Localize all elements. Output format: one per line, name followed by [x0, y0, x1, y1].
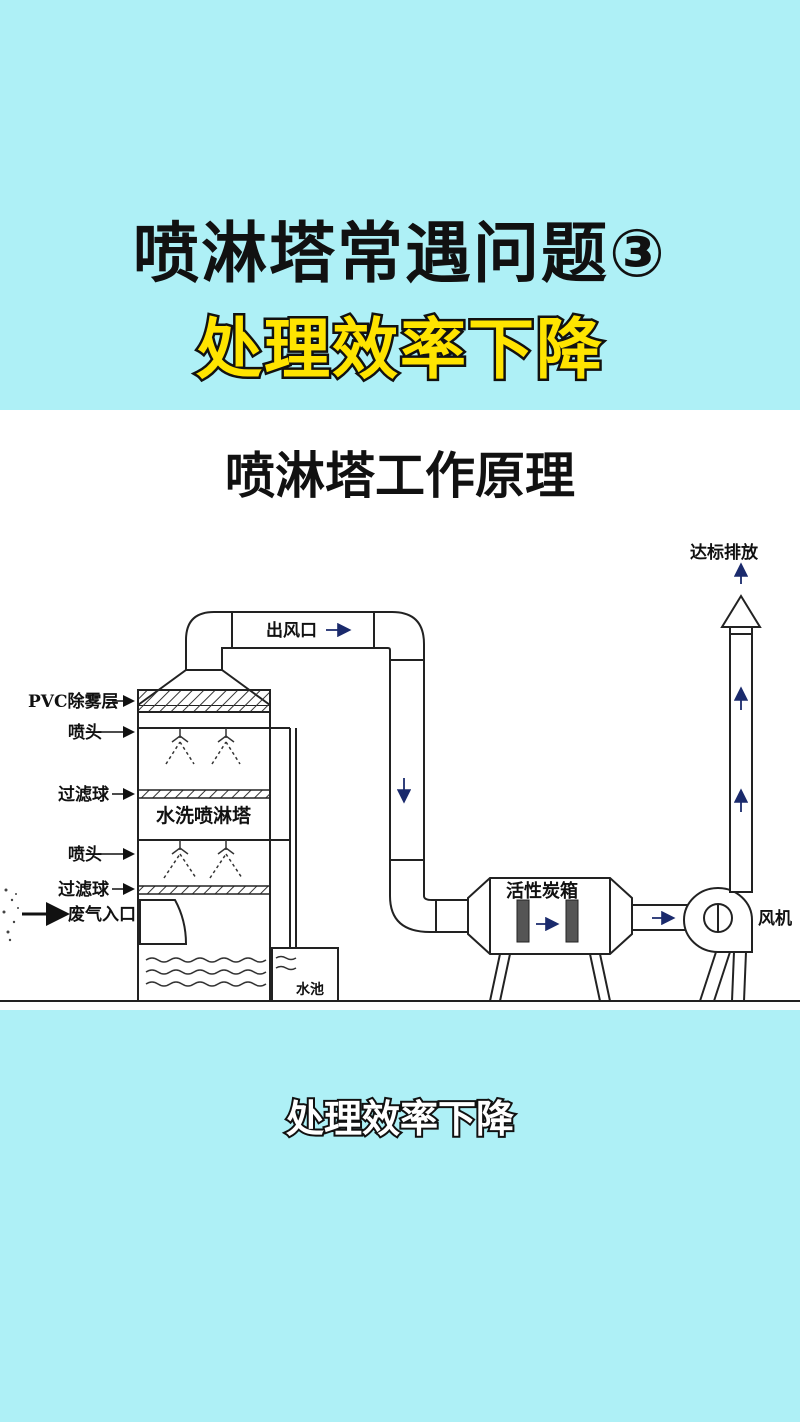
smoke-dots — [2, 888, 19, 942]
video-caption: 处理效率下降 — [284, 1095, 516, 1143]
fan — [682, 887, 753, 1002]
page-subtitle: 处理效率下降 — [194, 309, 605, 391]
carbon-filter-right — [565, 899, 579, 943]
label-air-outlet: 出风口 — [266, 620, 317, 641]
tower-water — [145, 957, 267, 987]
spray-pipes — [138, 727, 297, 960]
outlet-duct — [185, 611, 468, 933]
filter-ball-layer-lower — [137, 885, 271, 895]
carbon-filter-left — [516, 899, 530, 943]
label-spray-head-lower: 喷头 — [68, 845, 102, 865]
tank-water — [275, 955, 297, 971]
label-waste-gas-inlet: 废气入口 — [68, 904, 136, 925]
tower-body — [137, 669, 271, 1002]
filter-ball-layer-upper — [137, 789, 271, 799]
label-filter-ball-lower: 过滤球 — [58, 879, 110, 900]
panel-title: 喷淋塔工作原理 — [225, 447, 575, 505]
page-title: 喷淋塔常遇问题③ — [133, 215, 667, 292]
spray-heads-lower — [163, 840, 243, 879]
spray-tower-diagram: PVC除雾层 喷头 过滤球 水洗喷淋塔 喷头 过滤球 废气入口 水池 出风口 活… — [0, 542, 800, 1002]
label-spray-head-upper: 喷头 — [68, 723, 102, 743]
label-fan: 风机 — [758, 908, 792, 929]
label-tower-name: 水洗喷淋塔 — [156, 804, 252, 827]
spray-heads-upper — [165, 728, 241, 765]
label-filter-ball-upper: 过滤球 — [58, 784, 110, 805]
pvc-mist-layer — [137, 689, 271, 713]
label-discharge: 达标排放 — [690, 542, 759, 563]
label-water-tank: 水池 — [296, 981, 324, 998]
diagram-panel: 喷淋塔工作原理 — [0, 410, 800, 1010]
label-carbon-box: 活性炭箱 — [506, 880, 578, 902]
fan-pipe — [632, 904, 690, 931]
inlet-pipe — [139, 899, 188, 945]
label-pvc-mist-layer: PVC除雾层 — [28, 691, 119, 712]
carbon-box — [467, 877, 633, 1002]
label-leaders — [98, 695, 135, 895]
chimney — [720, 594, 762, 893]
